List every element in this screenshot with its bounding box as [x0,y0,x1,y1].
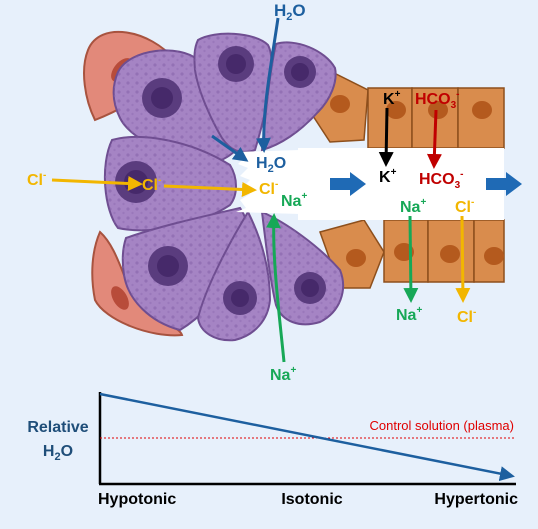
chloride-arrow-into-cell [51,175,143,191]
acinar-cell-left [103,136,237,232]
label-cl-duct-top: Cl- [455,197,474,216]
myoepithelial-nucleus-bottom [111,286,129,310]
sodium-arrow-paracellular [265,213,286,363]
label-na-duct-top: Na+ [400,197,426,216]
x-tick-hypotonic: Hypotonic [98,491,176,508]
acinar-cell-top-right [260,41,337,152]
label-hco3-top: HCO3- [415,89,459,111]
acinar-cell-top-center [193,32,273,153]
acinar-cell-bottom-center [196,209,272,342]
chloride-arrow-to-lumen [163,181,257,197]
graph-ylabel-line2: H2O [43,443,73,463]
label-cl-lumen: Cl- [259,179,278,198]
label-k-lumen: K+ [379,167,397,186]
label-cl-duct-bottom: Cl- [457,307,476,326]
bicarbonate-arrow [426,109,442,169]
label-h2o-lumen: H2O [256,155,286,175]
water-trend-line [99,392,515,482]
tonicity-graph: Relative H2O Control solution (plasma) H… [27,392,518,508]
acinar-cell-bottom-left [121,206,250,332]
label-h2o-top: H2O [274,1,306,23]
flow-arrow-2 [486,172,522,196]
label-hco3-lumen: HCO3- [419,169,463,191]
potassium-arrow [378,107,394,167]
label-cl-outside: Cl- [27,170,46,189]
x-tick-isotonic: Isotonic [281,491,342,508]
water-arrow-top [255,17,280,153]
water-arrow-cell [211,134,249,162]
control-solution-label: Control solution (plasma) [369,418,514,433]
chloride-arrow-duct [455,215,471,303]
label-na-lumen: Na+ [281,191,307,210]
acinar-lumen [236,150,300,214]
label-na-bottom: Na+ [270,365,296,384]
label-k-top: K+ [383,89,401,108]
x-tick-hypertonic: Hypertonic [434,491,518,508]
graph-ylabel-line1: Relative [27,419,88,436]
acinar-cell-bottom-right [260,210,345,326]
label-na-duct-bottom: Na+ [396,305,422,324]
flow-arrow-1 [330,172,366,196]
label-cl-cell: Cl- [142,175,161,194]
sodium-arrow-duct [403,215,419,303]
